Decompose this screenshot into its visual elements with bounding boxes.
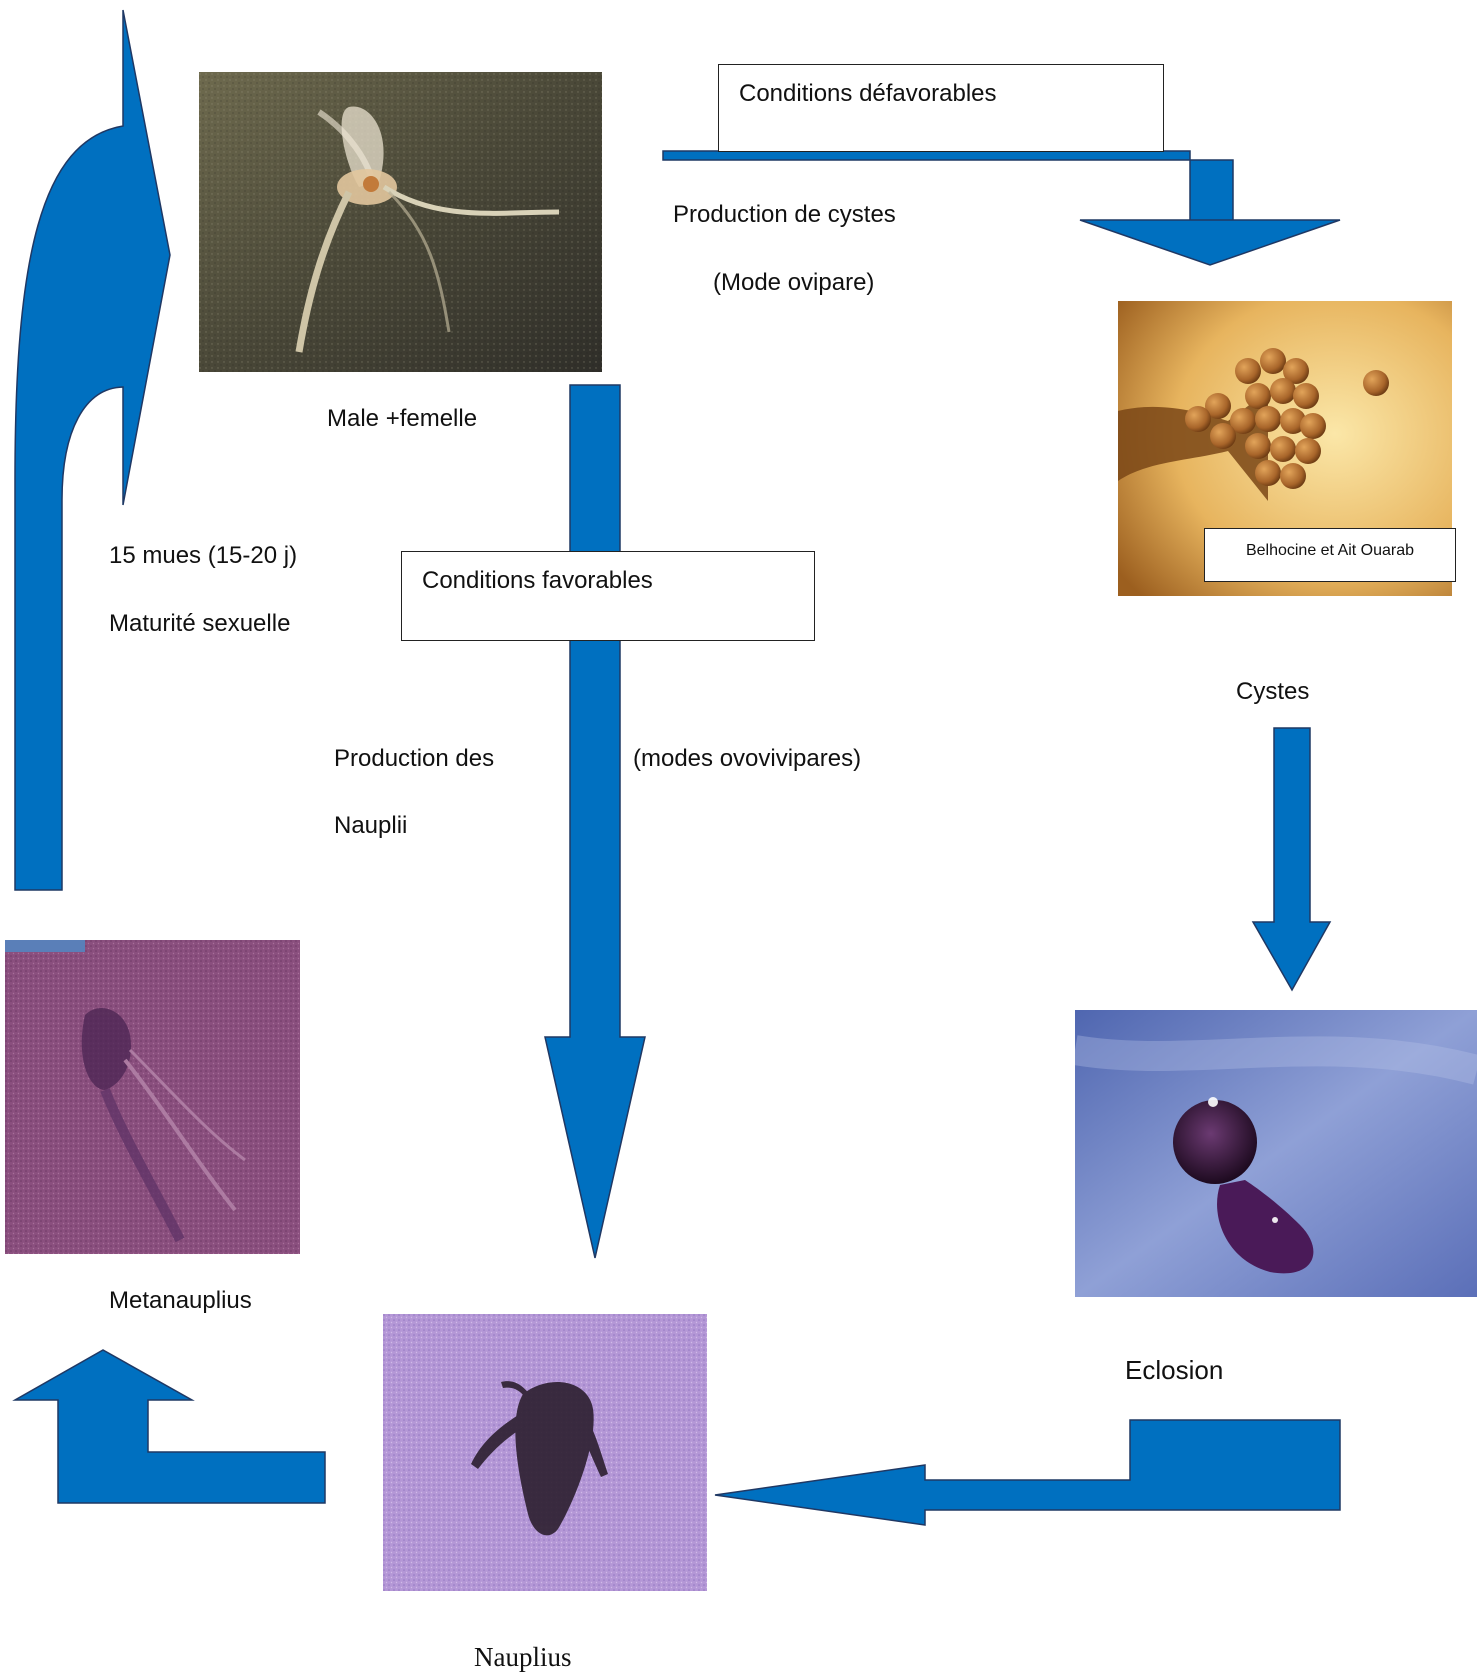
label-oviparous: (Mode ovipare)	[713, 268, 874, 298]
arrow-down-to-nauplius	[545, 385, 645, 1258]
arrow-down-to-hatching	[1253, 728, 1330, 990]
label-cyst-production: Production de cystes	[673, 200, 896, 230]
photo-metanauplius	[5, 940, 300, 1254]
label-molts: 15 mues (15-20 j)	[109, 541, 297, 571]
label-nauplii-production-2: Nauplii	[334, 811, 407, 841]
label-metanauplius: Metanauplius	[109, 1286, 252, 1316]
label-hatching: Eclosion	[1125, 1355, 1223, 1385]
box-favorable-conditions: Conditions favorables	[401, 551, 815, 641]
label-nauplii-production-1: Production des	[334, 744, 494, 774]
arrow-curved-up-to-adults	[15, 10, 170, 890]
label-male-female: Male +femelle	[327, 404, 477, 434]
box-favorable-label: Conditions favorables	[422, 566, 653, 596]
label-cysts: Cystes	[1236, 677, 1309, 707]
photo-nauplius	[383, 1314, 707, 1591]
box-unfavorable-label: Conditions défavorables	[739, 79, 997, 109]
box-unfavorable-conditions: Conditions défavorables	[718, 64, 1164, 152]
photo-hatching	[1075, 1010, 1477, 1297]
label-nauplius: Nauplius	[474, 1642, 572, 1672]
photo-adults	[199, 72, 602, 372]
label-ovoviviparous: (modes ovovivipares)	[633, 744, 861, 774]
arrow-up-to-metanauplius	[15, 1350, 325, 1503]
photo-credit: Belhocine et Ait Ouarab	[1204, 528, 1456, 582]
label-maturity: Maturité sexuelle	[109, 609, 290, 639]
arrow-left-to-nauplius	[715, 1420, 1340, 1525]
